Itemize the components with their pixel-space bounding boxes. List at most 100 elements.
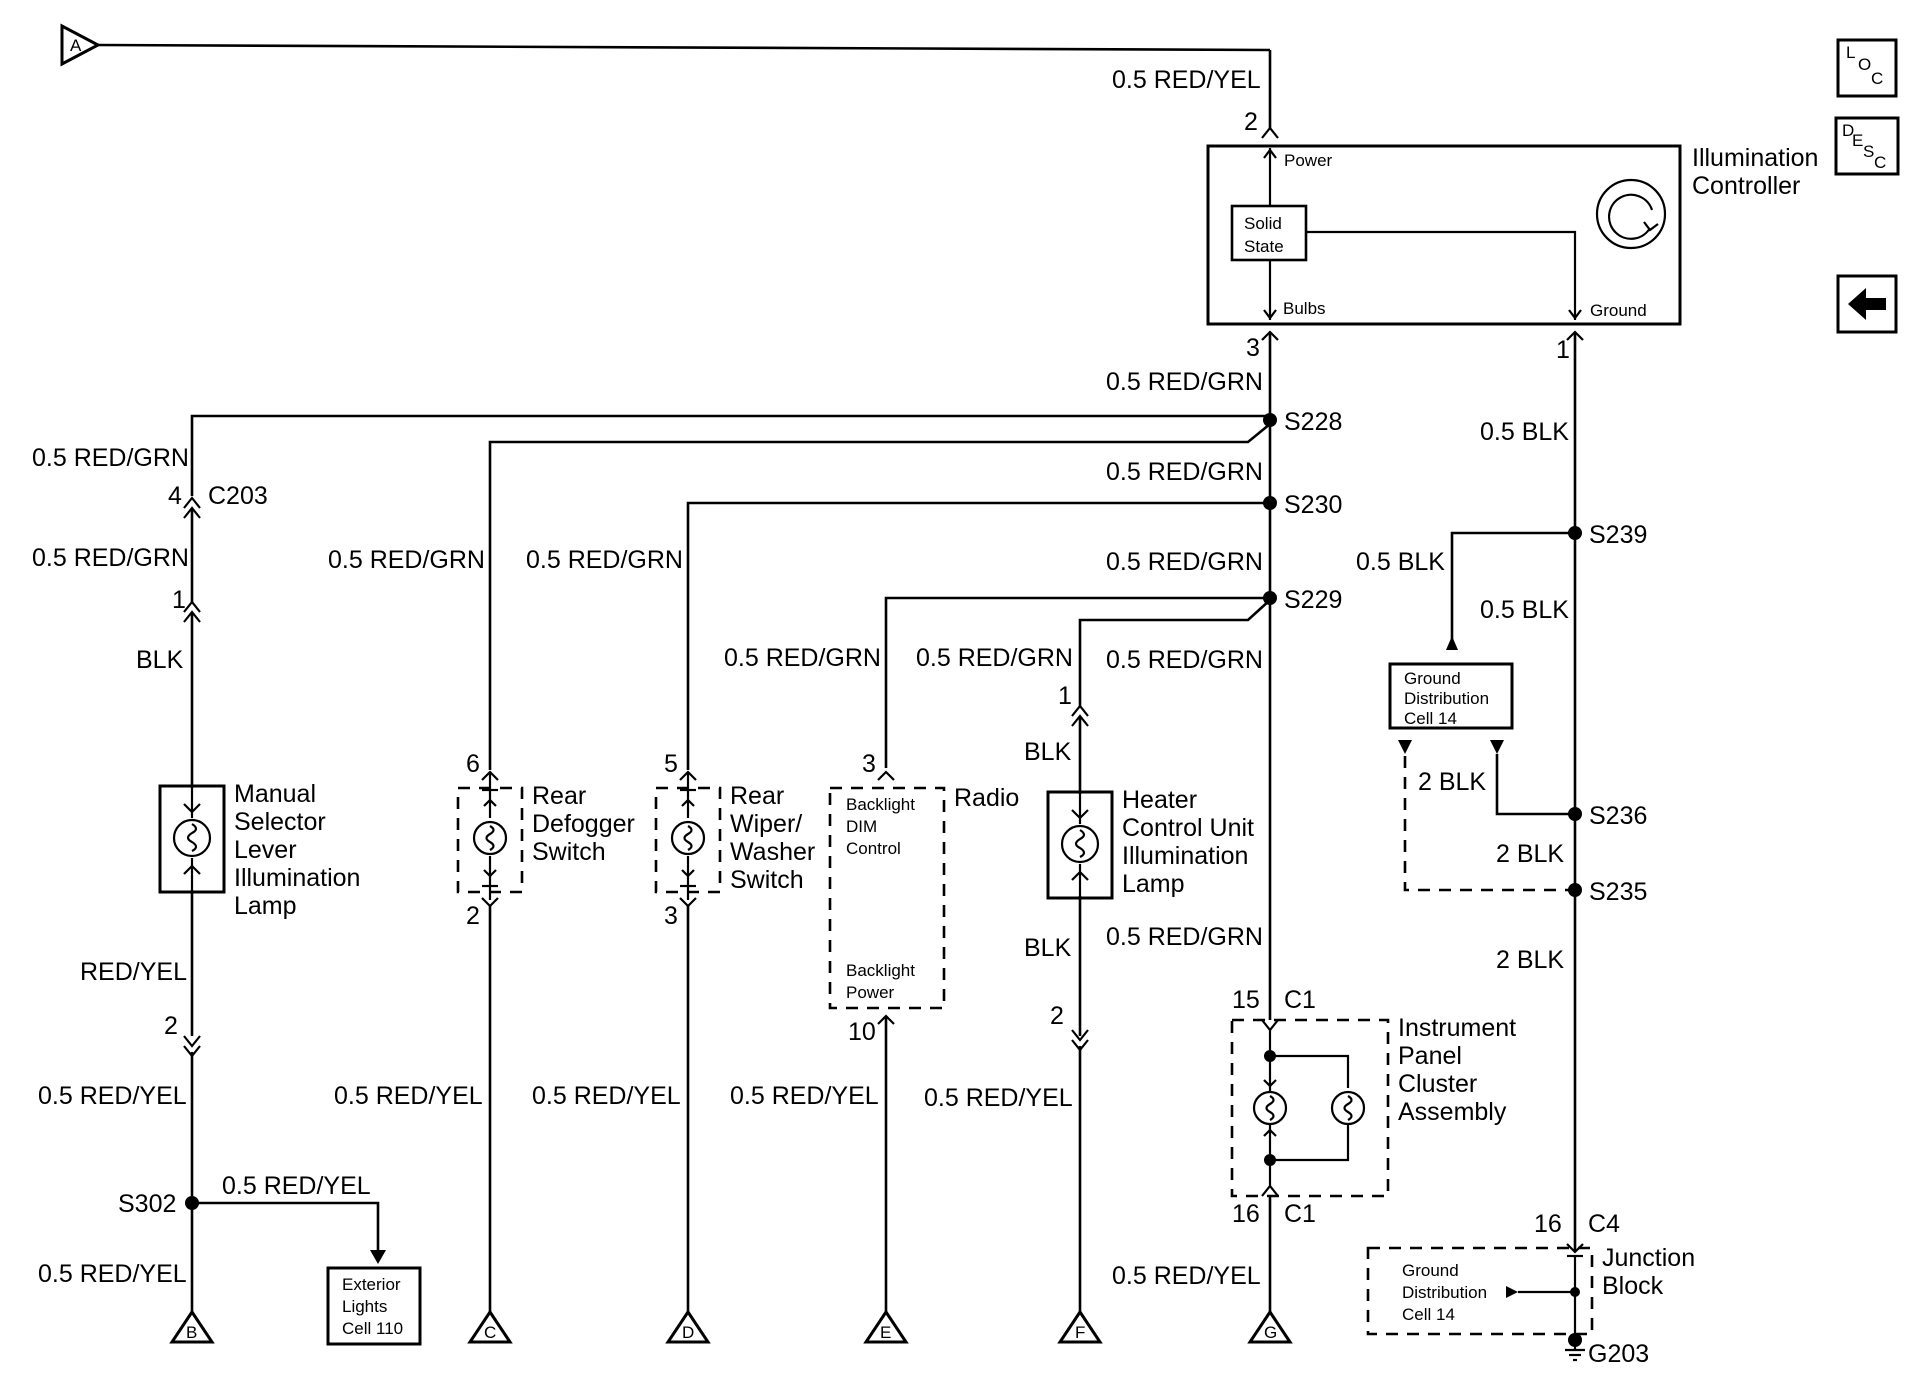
component-name: Rear [730,782,784,810]
bulb-icon [670,820,706,856]
wire-label: 0.5 RED/GRN [1106,548,1263,576]
offpage-connector-f[interactable]: F [1057,1309,1103,1344]
pin-number: 3 [664,902,678,930]
wire-label: 0.5 RED/GRN [526,546,683,574]
manual-selector-lamp [158,784,226,894]
component-name: Lever [234,836,297,864]
pin-number: 16 [1534,1210,1562,1238]
bulb-icon [1060,824,1100,864]
component-name: Defogger [532,810,635,838]
connector-label: C1 [1284,986,1316,1014]
arrow-down-icon [1568,309,1582,320]
splice-label: S239 [1589,521,1647,549]
splice-label: S236 [1589,802,1647,830]
pin-number: 2 [1050,1002,1064,1030]
pin-number: 1 [172,586,186,614]
svg-text:E: E [1852,131,1863,150]
wire-label: BLK [1024,738,1072,766]
connector-label: C203 [208,482,268,510]
component-name: Control Unit [1122,814,1254,842]
wire-label: 0.5 RED/GRN [328,546,485,574]
junction-block: Ground Distribution Cell 14 [1366,1246,1594,1340]
wire-label: 0.5 RED/YEL [38,1260,187,1288]
pin-number: 3 [1246,334,1260,362]
pin-number: 3 [862,750,876,778]
svg-text:Cell 110: Cell 110 [342,1319,403,1338]
wire-a-power [97,43,1271,52]
wire-label: 2 BLK [1496,946,1564,974]
pin-number: 4 [168,482,182,510]
connector-label: C1 [1284,1200,1316,1228]
wire-label: 0.5 BLK [1356,548,1445,576]
svg-text:A: A [70,36,82,55]
rear-wiper-washer-switch [654,770,722,908]
desc-button[interactable]: D E S C [1834,116,1900,176]
svg-text:S: S [1863,142,1874,161]
splice-s236 [1568,807,1582,821]
svg-text:Bulbs: Bulbs [1283,299,1326,318]
wire-label: 0.5 RED/GRN [1106,368,1263,396]
wire-label: 2 BLK [1496,840,1564,868]
component-name: Wiper/ [730,810,802,838]
pin-number: 1 [1556,336,1570,364]
svg-text:Ground: Ground [1402,1261,1459,1280]
component-name: Selector [234,808,326,836]
wire-label: 0.5 RED/GRN [916,644,1073,672]
offpage-connector-g[interactable]: G [1247,1309,1293,1344]
splice-label: S302 [118,1190,176,1218]
wire-rear-wiper [686,501,1270,770]
component-name: Switch [730,866,804,894]
offpage-connector-d[interactable]: D [665,1309,711,1344]
bulb-icon [472,820,508,856]
ground-g203-icon [1565,1333,1585,1362]
wire-manual-selector [190,414,1270,496]
wire-label: 0.5 RED/YEL [730,1082,879,1110]
offpage-connector-e[interactable]: E [863,1309,909,1344]
splice-label: S228 [1284,408,1342,436]
wire-label: 0.5 BLK [1480,596,1569,624]
component-name: Panel [1398,1042,1462,1070]
pin-number: 16 [1232,1200,1260,1228]
back-button[interactable] [1836,274,1898,334]
wire-label: BLK [136,646,184,674]
wire-exterior-lights [192,1201,380,1258]
splice-label: S229 [1284,586,1342,614]
svg-text:Ground: Ground [1404,669,1461,688]
wire-radio [884,596,1270,768]
ground-distribution-ref[interactable]: Ground Distribution Cell 14 [1388,662,1514,730]
pin-number: 6 [466,750,480,778]
component-name: Controller [1692,172,1800,200]
svg-text:Cell 14: Cell 14 [1402,1305,1455,1324]
svg-text:State: State [1244,237,1284,256]
component-name: Lamp [234,892,297,920]
svg-text:E: E [880,1323,891,1342]
component-name: Illumination [1692,144,1818,172]
svg-text:F: F [1075,1323,1085,1342]
component-name: Illumination [1122,842,1248,870]
splice-label: S230 [1284,491,1342,519]
pin-number: 1 [1058,682,1072,710]
component-name: Lamp [1122,870,1185,898]
component-name: Heater [1122,786,1197,814]
pin-number: 2 [164,1012,178,1040]
component-name: Washer [730,838,815,866]
pin-number: 2 [1244,108,1258,136]
loc-button[interactable]: L O C [1836,38,1898,98]
offpage-connector-b[interactable]: B [169,1309,215,1344]
offpage-connector-c[interactable]: C [467,1309,513,1344]
wire-label: 0.5 RED/YEL [532,1082,681,1110]
svg-text:Backlight: Backlight [846,961,915,980]
illumination-controller: Power Solid State Bulbs Ground Illuminat… [1206,144,1818,326]
component-name: Cluster [1398,1070,1477,1098]
wire-label: 0.5 RED/GRN [1106,646,1263,674]
svg-text:Power: Power [846,983,895,1002]
wire-label: 0.5 RED/YEL [1112,66,1261,94]
offpage-connector-a[interactable]: A [60,23,102,67]
connector-label: C4 [1588,1210,1620,1238]
wire-heater [1078,599,1271,708]
rear-defogger-switch [456,770,524,908]
splice-s235 [1568,883,1582,897]
exterior-lights-ref[interactable]: Exterior Lights Cell 110 [326,1266,422,1346]
component-name: Rear [532,782,586,810]
pin-number: 2 [466,902,480,930]
